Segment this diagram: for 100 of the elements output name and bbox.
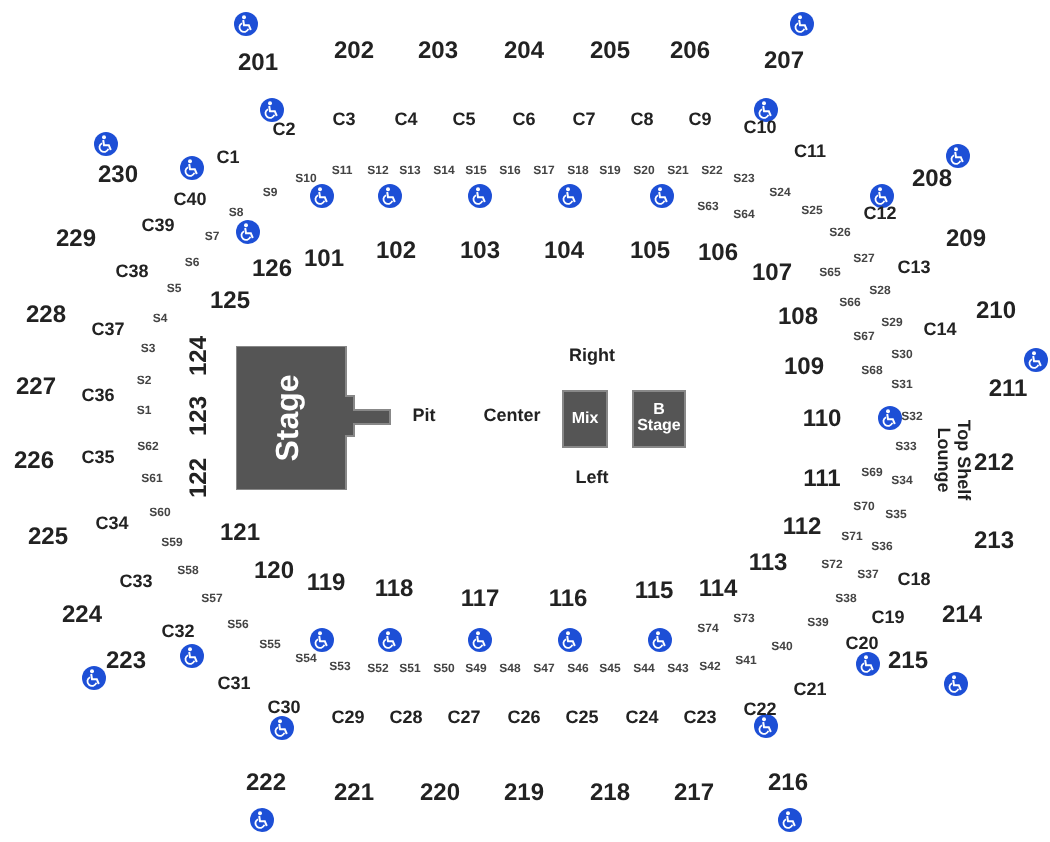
section-number: 218 xyxy=(589,780,631,804)
section-label: C6 xyxy=(512,111,536,129)
section-label: C3 xyxy=(332,111,356,129)
section-number: 228 xyxy=(25,302,67,326)
section-number: 115 xyxy=(634,578,674,602)
section-label: C35 xyxy=(81,449,115,467)
section-number: 210 xyxy=(975,298,1017,322)
section-number: 213 xyxy=(973,528,1015,552)
section-number: 226 xyxy=(13,448,55,472)
section-label: C24 xyxy=(625,709,659,727)
section-label: C37 xyxy=(91,321,125,339)
section-label: C2 xyxy=(272,121,296,139)
area-label: Right xyxy=(569,347,615,365)
section-number: 110 xyxy=(802,406,842,430)
section-number: 224 xyxy=(61,602,103,626)
section-label: C8 xyxy=(630,111,654,129)
section-number: 108 xyxy=(777,304,819,328)
section-label: C21 xyxy=(793,681,827,699)
section-number: 225 xyxy=(27,524,69,548)
section-number: 223 xyxy=(105,648,147,672)
section-number: 119 xyxy=(306,570,346,594)
section-number: 201 xyxy=(237,50,279,74)
section-number: 217 xyxy=(673,780,715,804)
section-number: 113 xyxy=(748,550,788,574)
section-number: 114 xyxy=(698,576,738,600)
section-number: 230 xyxy=(97,162,139,186)
section-number: 125 xyxy=(209,288,251,312)
section-label: C33 xyxy=(119,573,153,591)
section-label: C27 xyxy=(447,709,481,727)
section-number: 205 xyxy=(589,38,631,62)
section-number: 121 xyxy=(219,520,261,544)
mix-box: Mix xyxy=(562,390,608,448)
section-label: C1 xyxy=(216,149,240,167)
section-number: 112 xyxy=(782,514,822,538)
section-number: 109 xyxy=(783,354,825,378)
section-label: C31 xyxy=(217,675,251,693)
section-label: C4 xyxy=(394,111,418,129)
section-number: 204 xyxy=(503,38,545,62)
section-number: 211 xyxy=(988,376,1028,400)
section-number: 209 xyxy=(945,226,987,250)
section-number: 101 xyxy=(303,246,345,270)
section-number: 215 xyxy=(887,648,929,672)
section-number: 214 xyxy=(941,602,983,626)
section-label: C36 xyxy=(81,387,115,405)
section-label: C22 xyxy=(743,701,777,719)
b-stage-box: B Stage xyxy=(632,390,686,448)
section-number: 111 xyxy=(803,466,841,490)
section-label: C38 xyxy=(115,263,149,281)
section-label: C29 xyxy=(331,709,365,727)
section-number: 202 xyxy=(333,38,375,62)
section-number: 123 xyxy=(186,395,210,437)
section-number: 222 xyxy=(245,770,287,794)
section-label: C20 xyxy=(845,635,879,653)
section-number: 219 xyxy=(503,780,545,804)
section-number: 207 xyxy=(763,48,805,72)
section-label: C34 xyxy=(95,515,129,533)
section-number: 118 xyxy=(374,576,414,600)
section-label: C30 xyxy=(267,699,301,717)
section-label: C7 xyxy=(572,111,596,129)
section-number: 104 xyxy=(543,238,585,262)
section-label: C26 xyxy=(507,709,541,727)
section-label: C25 xyxy=(565,709,599,727)
section-label: C11 xyxy=(794,143,826,161)
section-number: 107 xyxy=(751,260,793,284)
section-number: 122 xyxy=(186,457,210,499)
section-number: 126 xyxy=(251,256,293,280)
section-label: C18 xyxy=(897,571,931,589)
section-label: C40 xyxy=(173,191,207,209)
area-label: Left xyxy=(575,469,609,487)
section-number: 208 xyxy=(911,166,953,190)
section-label: C5 xyxy=(452,111,476,129)
section-number: 116 xyxy=(548,586,588,610)
section-label: C10 xyxy=(743,119,777,137)
section-number: 120 xyxy=(253,558,295,582)
section-label: Top Shelf Lounge xyxy=(932,417,972,505)
section-number: 229 xyxy=(55,226,97,250)
section-number: 212 xyxy=(973,450,1015,474)
section-label: C13 xyxy=(897,259,931,277)
section-number: 220 xyxy=(419,780,461,804)
section-label: C32 xyxy=(161,623,195,641)
section-number: 203 xyxy=(417,38,459,62)
section-number: 103 xyxy=(459,238,501,262)
section-number: 117 xyxy=(460,586,500,610)
section-number: 216 xyxy=(767,770,809,794)
section-number: 227 xyxy=(15,374,57,398)
section-number: 105 xyxy=(629,238,671,262)
stage-shape: Stage xyxy=(236,346,392,490)
section-label: C23 xyxy=(683,709,717,727)
area-label: Pit xyxy=(412,407,436,425)
section-number: 106 xyxy=(697,240,739,264)
area-label: Center xyxy=(483,407,541,425)
section-label: C39 xyxy=(141,217,175,235)
section-label: C28 xyxy=(389,709,423,727)
section-number: 206 xyxy=(669,38,711,62)
section-label: C9 xyxy=(688,111,712,129)
section-number: 124 xyxy=(186,335,210,377)
section-label: C14 xyxy=(923,321,957,339)
section-label: C19 xyxy=(871,609,905,627)
section-number: 102 xyxy=(375,238,417,262)
section-number: 221 xyxy=(333,780,375,804)
